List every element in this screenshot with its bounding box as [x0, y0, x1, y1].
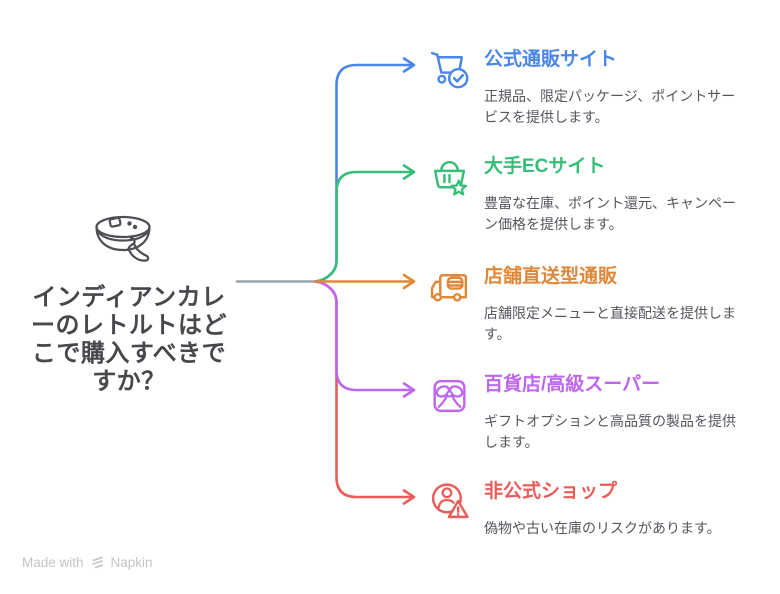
branch-major-ec: 大手ECサイト 豊富な在庫、ポイント還元、キャンペーン価格を提供します。 — [427, 154, 752, 235]
branch-title: 百貨店/高級スーパー — [484, 374, 661, 395]
curry-bowl-icon — [90, 202, 160, 275]
branch-title: 非公式ショップ — [484, 481, 618, 502]
branch-connector-lines — [235, 57, 416, 505]
branch-department-store: 百貨店/高級スーパー ギフトオプションと高品質の製品を提供します。 — [427, 372, 752, 453]
connector-orange — [313, 273, 416, 290]
branch-unofficial-shop: 非公式ショップ 偽物や古い在庫のリスクがあります。 — [427, 479, 752, 539]
branch-description: 偽物や古い在庫のリスクがあります。 — [484, 520, 721, 536]
branch-description: 正規品、限定パッケージ、ポイントサービスを提供します。 — [484, 88, 736, 125]
connector-green — [313, 164, 416, 283]
branch-description: 豊富な在庫、ポイント還元、キャンペーン価格を提供します。 — [484, 195, 736, 232]
napkin-brand-label: Napkin — [110, 555, 153, 570]
branch-title: 大手ECサイト — [484, 156, 606, 177]
branch-official-store: 公式通販サイト 正規品、限定パッケージ、ポイントサービスを提供します。 — [427, 47, 752, 128]
made-with-label: Made with — [22, 555, 84, 570]
connector-purple — [313, 280, 416, 398]
branch-store-direct: 店舗直送型通販 店舗限定メニューと直接配送を提供します。 — [427, 264, 752, 345]
cart-check-icon — [427, 47, 472, 92]
connector-red — [313, 280, 416, 505]
branch-description: 店舗限定メニューと直接配送を提供します。 — [484, 305, 736, 342]
branch-title: 公式通販サイト — [484, 49, 618, 70]
gift-box-icon — [427, 372, 472, 417]
made-with-napkin-badge[interactable]: Made with Napkin — [22, 555, 153, 570]
user-warning-icon — [427, 479, 472, 524]
branch-title: 店舗直送型通販 — [484, 266, 618, 287]
delivery-truck-icon — [427, 264, 472, 309]
napkin-logo-icon — [90, 555, 105, 570]
connector-blue — [313, 57, 416, 283]
root-question-title: インディアンカレーのレトルトはどこで購入すべきですか？ — [31, 284, 227, 395]
branch-description: ギフトオプションと高品質の製品を提供します。 — [484, 413, 736, 450]
basket-star-icon — [427, 154, 472, 199]
